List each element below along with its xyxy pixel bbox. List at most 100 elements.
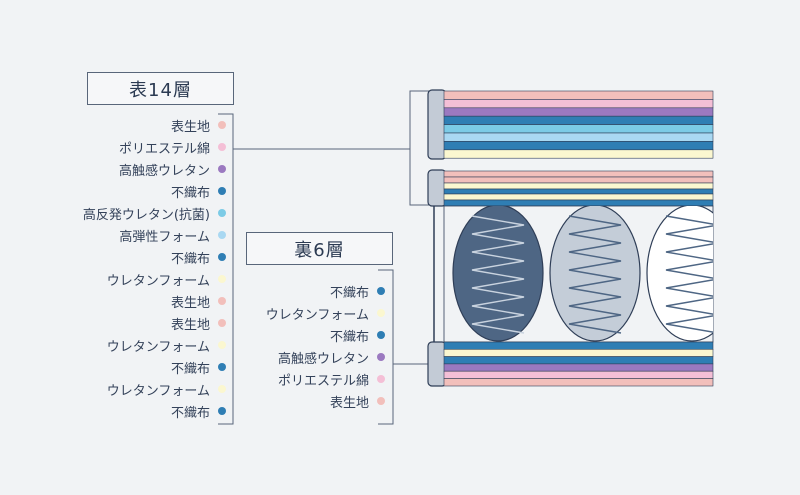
legend-label: ウレタンフォーム xyxy=(265,307,369,323)
stripe-surface-fabric xyxy=(443,170,714,178)
coil-spring-icon xyxy=(471,215,525,334)
legend-dot-icon xyxy=(218,209,226,217)
pocket-coil-section xyxy=(443,205,714,343)
legend-dot-icon xyxy=(218,231,226,239)
legend-dot-icon xyxy=(218,187,226,195)
legend-item: 不織布 xyxy=(83,400,226,422)
legend-label: 高弾性フォーム xyxy=(119,229,210,245)
back-layers-title-text: 裏6層 xyxy=(294,239,345,261)
legend-dot-icon xyxy=(218,407,226,415)
legend-dot-icon xyxy=(377,309,385,317)
legend-dot-icon xyxy=(377,397,385,405)
legend-item: ウレタンフォーム xyxy=(83,334,226,356)
stripe-urethane-foam xyxy=(443,182,714,190)
legend-label: ウレタンフォーム xyxy=(106,383,210,399)
stripe-surface-fabric xyxy=(443,378,714,387)
back-legend-bracket xyxy=(378,269,430,425)
legend-item: ポリエステル綿 xyxy=(266,368,385,390)
legend-dot-icon xyxy=(218,341,226,349)
stripe-nonwoven xyxy=(443,141,714,151)
bottom-layer-tab xyxy=(427,341,447,387)
stripe-high-touch-urethane xyxy=(443,107,714,117)
legend-dot-icon xyxy=(218,253,226,261)
legend-label: 不織布 xyxy=(170,251,210,267)
legend-dot-icon xyxy=(377,353,385,361)
top-layer-tab xyxy=(427,89,447,160)
legend-item: 表生地 xyxy=(83,290,226,312)
front-layers-title: 表14層 xyxy=(87,72,234,105)
front-layers-title-text: 表14層 xyxy=(129,79,192,101)
legend-dot-icon xyxy=(377,375,385,383)
legend-label: ウレタンフォーム xyxy=(106,339,210,355)
pocket-coil-light xyxy=(646,206,713,342)
legend-dot-icon xyxy=(218,275,226,283)
legend-label: 表生地 xyxy=(170,295,210,311)
legend-label: 表生地 xyxy=(329,395,369,411)
back-layers-title: 裏6層 xyxy=(246,232,393,265)
stripe-high-touch-urethane xyxy=(443,363,714,372)
stripe-high-elastic-foam xyxy=(443,132,714,142)
stripe-polyester-wadding xyxy=(443,99,714,109)
legend-item: ウレタンフォーム xyxy=(266,302,385,324)
legend-dot-icon xyxy=(218,319,226,327)
legend-label: ポリエステル綿 xyxy=(118,141,210,157)
legend-item: 表生地 xyxy=(83,114,226,136)
legend-item: 不織布 xyxy=(83,180,226,202)
stripe-high-resilience-urethane xyxy=(443,124,714,134)
legend-item: ウレタンフォーム xyxy=(83,268,226,290)
stripe-nonwoven xyxy=(443,356,714,365)
legend-dot-icon xyxy=(218,121,226,129)
legend-label: 高反発ウレタン(抗菌) xyxy=(82,207,210,223)
legend-dot-icon xyxy=(377,287,385,295)
legend-item: 高触感ウレタン xyxy=(83,158,226,180)
stripe-polyester-wadding xyxy=(443,370,714,379)
legend-label: 不織布 xyxy=(170,405,210,421)
pocket-coil-dark xyxy=(452,206,544,342)
legend-dot-icon xyxy=(377,331,385,339)
legend-label: 高触感ウレタン xyxy=(277,351,369,367)
middle-layer-tab xyxy=(427,169,447,207)
legend-item: 不織布 xyxy=(83,246,226,268)
legend-dot-icon xyxy=(218,165,226,173)
legend-item: 不織布 xyxy=(83,356,226,378)
legend-item: 高反発ウレタン(抗菌) xyxy=(83,202,226,224)
stripe-nonwoven xyxy=(443,341,714,350)
stripe-nonwoven xyxy=(443,188,714,195)
legend-item: 高弾性フォーム xyxy=(83,224,226,246)
legend-item: ポリエステル綿 xyxy=(83,136,226,158)
stripe-surface-fabric xyxy=(443,176,714,184)
legend-item: 不織布 xyxy=(266,280,385,302)
legend-dot-icon xyxy=(218,143,226,151)
legend-label: 不織布 xyxy=(329,329,369,345)
legend-dot-icon xyxy=(218,297,226,305)
legend-item: 高触感ウレタン xyxy=(266,346,385,368)
bottom-layer-stack xyxy=(443,341,714,387)
front-layers-legend: 表生地 ポリエステル綿 高触感ウレタン 不織布 高反発ウレタン(抗菌) 高弾性フ… xyxy=(83,114,226,422)
stripe-urethane-foam xyxy=(443,348,714,357)
legend-item: ウレタンフォーム xyxy=(83,378,226,400)
stripe-surface-fabric xyxy=(443,90,714,100)
legend-label: ポリエステル綿 xyxy=(277,373,369,389)
legend-label: ウレタンフォーム xyxy=(106,273,210,289)
legend-item: 表生地 xyxy=(266,390,385,412)
legend-item: 表生地 xyxy=(83,312,226,334)
legend-label: 不織布 xyxy=(170,361,210,377)
stripe-urethane-foam xyxy=(443,149,714,159)
legend-dot-icon xyxy=(218,363,226,371)
stripe-nonwoven xyxy=(443,115,714,125)
pocket-coil-mid xyxy=(549,206,641,342)
top-layer-stack xyxy=(443,90,714,159)
middle-layer-stack xyxy=(443,170,714,207)
stripe-nonwoven xyxy=(443,199,714,207)
legend-label: 高触感ウレタン xyxy=(118,163,210,179)
front-legend-bracket xyxy=(218,90,430,425)
legend-label: 表生地 xyxy=(170,317,210,333)
legend-item: 不織布 xyxy=(266,324,385,346)
stripe-urethane-foam xyxy=(443,193,714,201)
coil-spring-icon xyxy=(665,215,713,333)
coil-spring-icon xyxy=(568,215,622,334)
legend-label: 表生地 xyxy=(170,119,210,135)
back-layers-legend: 不織布 ウレタンフォーム 不織布 高触感ウレタン ポリエステル綿 表生地 xyxy=(266,280,385,412)
legend-label: 不織布 xyxy=(329,285,369,301)
